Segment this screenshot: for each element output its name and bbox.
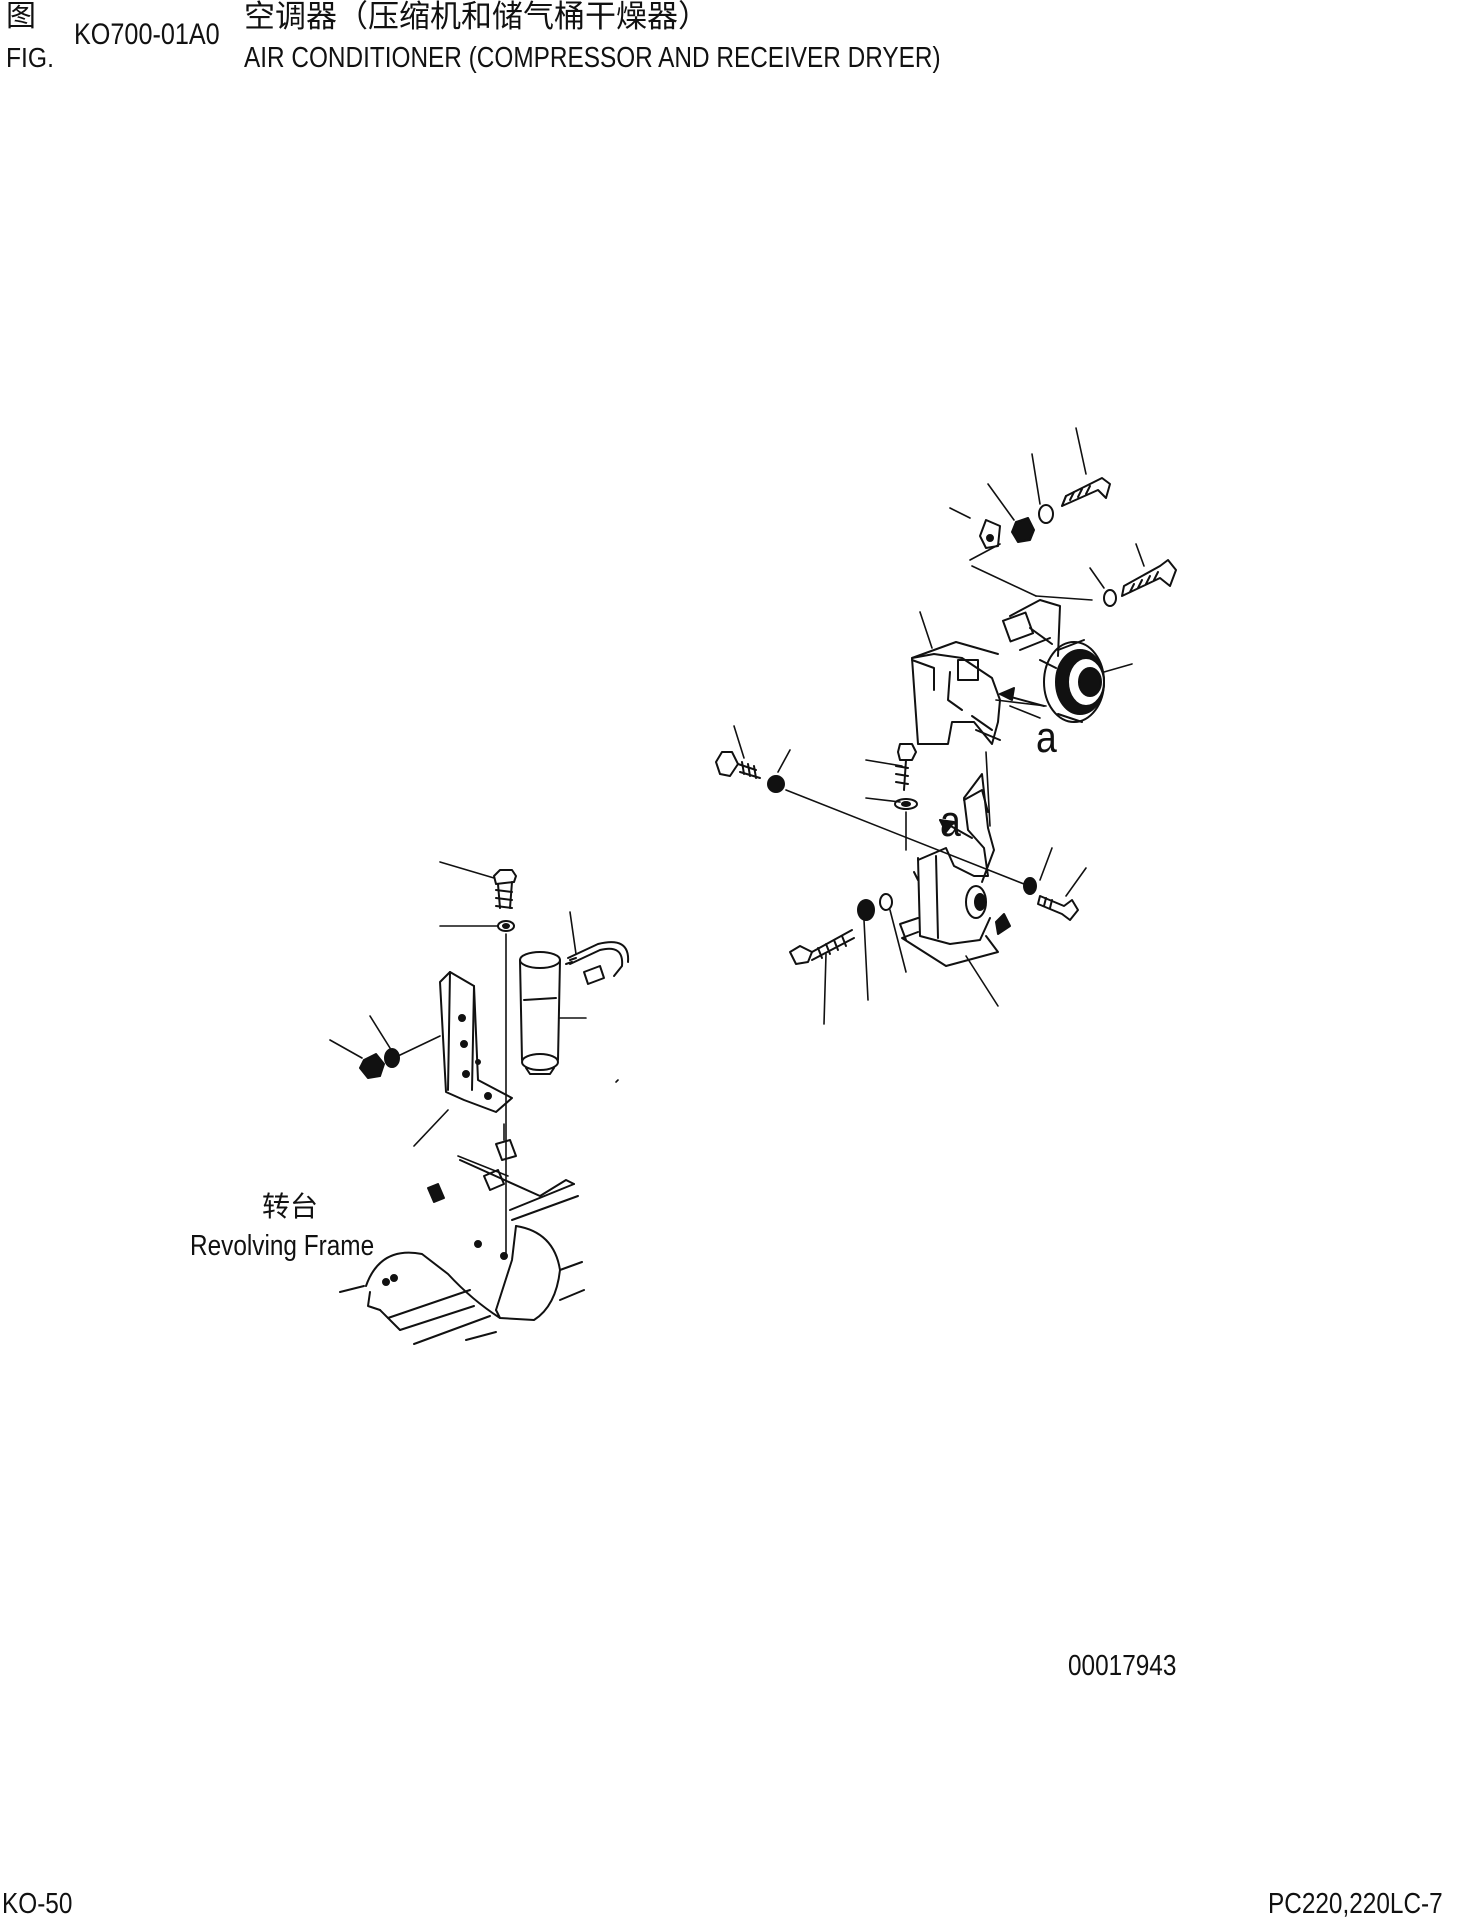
- dryer-plate-nut: [360, 1054, 384, 1078]
- right-washer: [1024, 878, 1036, 894]
- receiver-dryer: [520, 952, 560, 1074]
- compressor-top-bolt: [1062, 478, 1110, 506]
- mounting-clip: [980, 520, 1000, 548]
- machine-model: PC220,220LC-7: [1268, 1888, 1443, 1920]
- dryer-plate-washer: [385, 1049, 399, 1067]
- revolving-frame-label-english: Revolving Frame: [190, 1230, 375, 1262]
- drawing-number: 00017943: [1068, 1650, 1177, 1682]
- callout-arrow-a-lower: [940, 820, 972, 838]
- compressor-top-nut: [1012, 518, 1034, 542]
- compressor-top-washer: [1039, 505, 1053, 523]
- left-washer: [768, 776, 784, 792]
- dryer-center-lines: [398, 934, 618, 1254]
- compressor-lower-bracket: [900, 774, 1010, 966]
- right-short-bolt: [1038, 896, 1078, 920]
- left-hex-bolt: [716, 752, 760, 778]
- dryer-bolt: [494, 870, 516, 908]
- bracket-bolt: [896, 744, 916, 790]
- page-code: KO-50: [2, 1888, 73, 1920]
- leader-lines-compressor: [734, 428, 1144, 1024]
- lower-bracket-washer-2: [880, 894, 892, 910]
- callout-a-upper: a: [1036, 713, 1057, 762]
- lower-bracket-washer-1: [858, 900, 874, 920]
- callout-a-lower: a: [940, 797, 961, 846]
- leader-lines-dryer: [330, 862, 586, 1146]
- revolving-frame-label-chinese: 转台: [262, 1190, 319, 1223]
- compressor-body: [1003, 600, 1060, 668]
- figure-number: KO700-01A0: [74, 18, 220, 51]
- figure-title-chinese: 空调器（压缩机和储气桶干燥器）: [244, 0, 709, 35]
- compressor-side-bolt: [1122, 560, 1176, 596]
- figure-label-chinese: 图: [6, 0, 36, 34]
- figure-title-english: AIR CONDITIONER (COMPRESSOR AND RECEIVER…: [244, 42, 941, 74]
- dryer-washer: [498, 921, 514, 931]
- callout-arrow-a-upper: [1000, 688, 1044, 706]
- compressor-upper-bracket: [912, 642, 1000, 744]
- compressor-side-washer: [1104, 590, 1116, 606]
- revolving-frame: [340, 1140, 584, 1344]
- compressor-pulley: [1044, 640, 1104, 722]
- figure-label-english: FIG.: [6, 42, 54, 73]
- dryer-u-clamp: [566, 942, 628, 984]
- dryer-mounting-plate: [440, 972, 512, 1112]
- lower-long-bolt: [790, 930, 854, 964]
- bracket-washer: [895, 799, 917, 809]
